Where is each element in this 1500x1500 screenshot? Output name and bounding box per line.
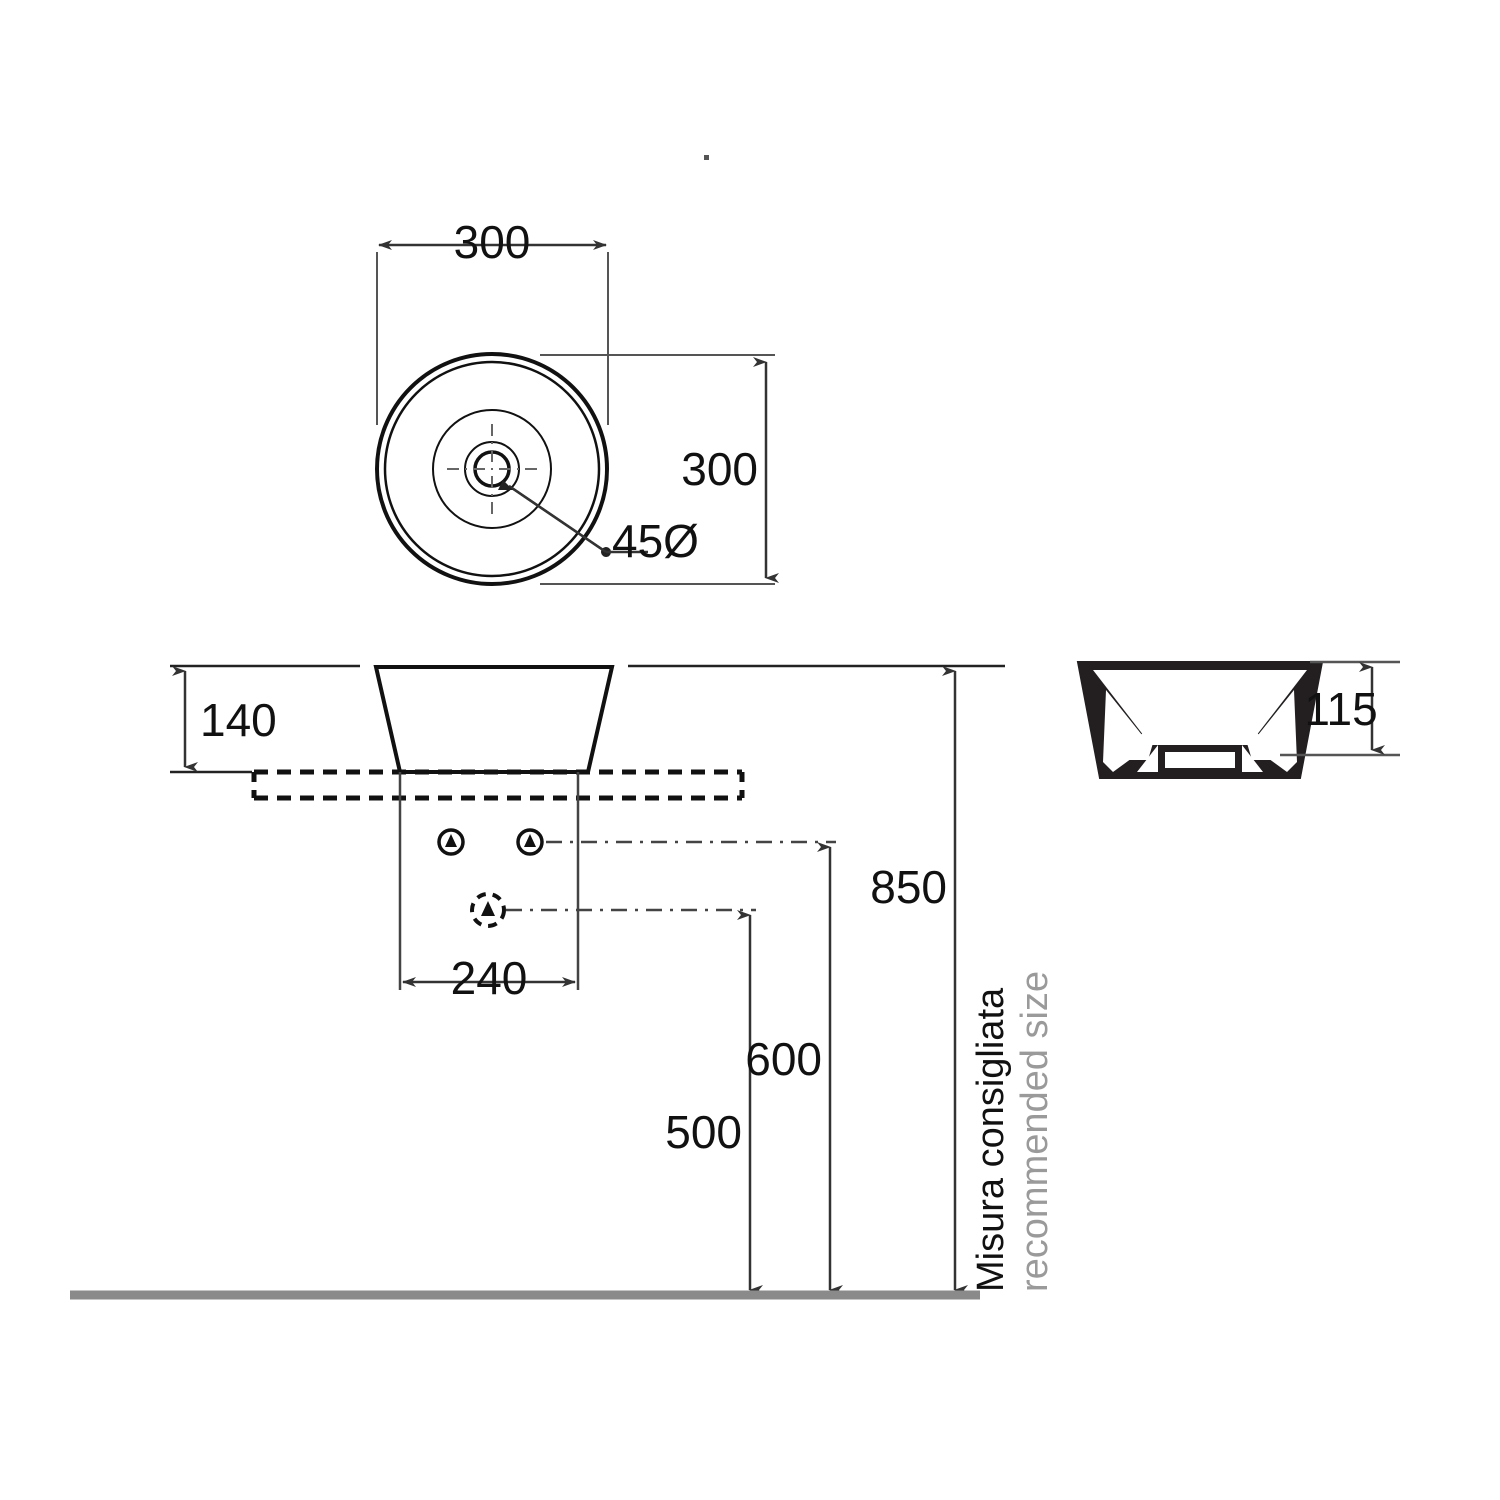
- front-elevation-group: 140: [70, 664, 1056, 1300]
- registration-dot: [704, 155, 709, 160]
- drain-height-label: 500: [665, 1106, 742, 1158]
- basin-inner-rim-circle: [383, 360, 601, 578]
- countertop-dashed-outline: [251, 769, 745, 801]
- drain-diameter-leader: [498, 480, 648, 557]
- top-width-label: 300: [454, 216, 531, 268]
- basin-bowl-circle: [432, 409, 552, 529]
- side-section-group: 115: [1076, 660, 1400, 779]
- drain-point-marker: [470, 892, 506, 928]
- section-void-right-upper: [1250, 690, 1297, 772]
- counter-height-label: 850: [870, 861, 947, 913]
- supply-point-marker-right: [516, 828, 544, 856]
- section-base-slot: [1165, 752, 1235, 768]
- top-depth-label: 300: [681, 443, 758, 495]
- section-depth-label: 115: [1304, 683, 1377, 735]
- recommended-size-note-english: recommended size: [1014, 971, 1056, 1292]
- supply-height-label: 600: [745, 1033, 822, 1085]
- basin-elevation-outline: [373, 665, 615, 774]
- drain-diameter-label: 45Ø: [612, 515, 699, 567]
- section-foot-void-right: [1242, 745, 1263, 772]
- top-depth-dimension: [540, 354, 779, 585]
- top-view-group: 45Ø 300 300: [375, 216, 779, 586]
- section-bowl-cavity: [1093, 670, 1307, 745]
- section-void-left-upper: [1103, 690, 1150, 772]
- section-foot-void-left: [1137, 745, 1158, 772]
- section-void-right: [1239, 716, 1296, 764]
- top-width-dimension: [376, 240, 609, 425]
- basin-outer-rim-circle: [375, 352, 609, 586]
- tap-spacing-label: 240: [451, 952, 528, 1004]
- bowl-height-label: 140: [200, 694, 277, 746]
- section-depth-dimension: [1280, 660, 1400, 757]
- supply-point-marker-left: [437, 828, 465, 856]
- section-void-left: [1104, 716, 1161, 764]
- recommended-size-note-italian: Misura consigliata: [970, 987, 1012, 1292]
